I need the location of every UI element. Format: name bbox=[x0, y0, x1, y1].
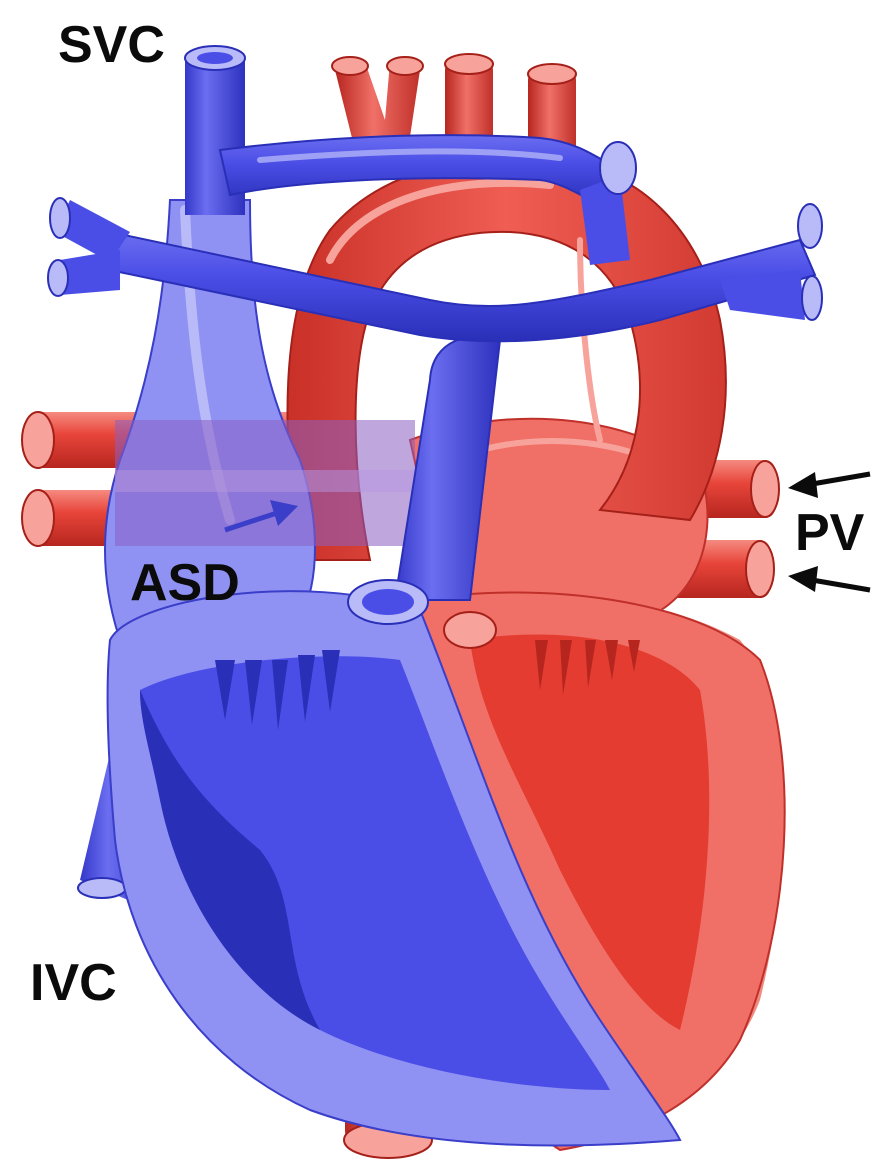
pulmonary-artery-branches bbox=[47, 197, 823, 343]
superior-vena-cava bbox=[184, 45, 637, 265]
asd-label: ASD bbox=[130, 554, 240, 612]
asd-flow-arrow bbox=[224, 500, 298, 533]
pv-label: PV bbox=[795, 504, 865, 562]
pv-arrows bbox=[788, 471, 871, 593]
pulmonary-artery bbox=[347, 335, 502, 625]
atrial-septal-defect bbox=[115, 420, 415, 546]
ivc-label: IVC bbox=[30, 954, 117, 1012]
pv-arrow-upper bbox=[811, 471, 871, 487]
svc-label: SVC bbox=[58, 16, 165, 74]
pv-arrow-lower bbox=[811, 577, 871, 593]
